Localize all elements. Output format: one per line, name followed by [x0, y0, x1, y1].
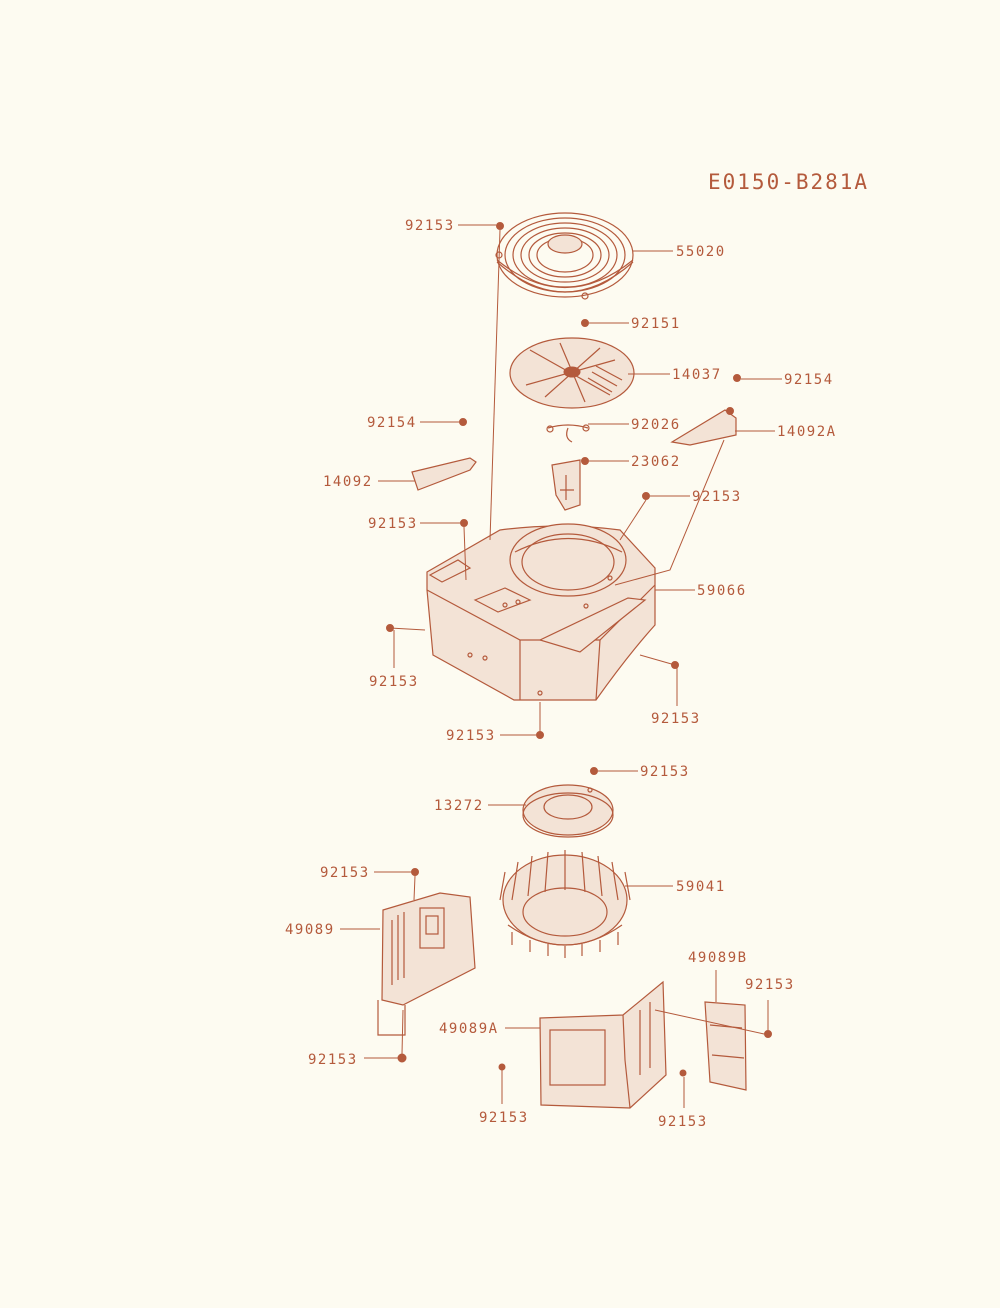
part-92026-clip[interactable]: [546, 424, 590, 443]
label-14092[interactable]: 14092: [323, 474, 373, 490]
part-23062-bracket[interactable]: [551, 459, 581, 511]
part-13272-plate[interactable]: [522, 784, 614, 838]
label-92153[interactable]: 92153: [640, 764, 690, 780]
label-92153[interactable]: 92153: [692, 489, 742, 505]
label-92153[interactable]: 92153: [405, 218, 455, 234]
label-13272[interactable]: 13272: [434, 798, 484, 814]
label-14092A[interactable]: 14092A: [777, 424, 837, 440]
label-92153[interactable]: 92153: [369, 674, 419, 690]
diagram-code: E0150-B281A: [708, 170, 870, 194]
label-23062[interactable]: 23062: [631, 454, 681, 470]
fasteners: [386, 222, 772, 1077]
part-14037-fan-plate[interactable]: [509, 337, 635, 409]
label-92153[interactable]: 92153: [651, 711, 701, 727]
label-92153[interactable]: 92153: [320, 865, 370, 881]
part-59066-shroud[interactable]: [426, 523, 656, 701]
label-55020[interactable]: 55020: [676, 244, 726, 260]
label-92153[interactable]: 92153: [658, 1114, 708, 1130]
label-92153[interactable]: 92153: [479, 1110, 529, 1126]
label-59041[interactable]: 59041: [676, 879, 726, 895]
label-49089B[interactable]: 49089B: [688, 950, 748, 966]
label-49089[interactable]: 49089: [285, 922, 335, 938]
leader-lines: [340, 224, 782, 1108]
label-49089A[interactable]: 49089A: [439, 1021, 499, 1037]
part-14092A-cover[interactable]: [670, 407, 737, 446]
label-92154[interactable]: 92154: [784, 372, 834, 388]
label-92153[interactable]: 92153: [368, 516, 418, 532]
label-92154[interactable]: 92154: [367, 415, 417, 431]
label-92153[interactable]: 92153: [446, 728, 496, 744]
part-49089A-cover[interactable]: [539, 980, 667, 1109]
label-92026[interactable]: 92026: [631, 417, 681, 433]
part-49089B-plate[interactable]: [704, 1001, 747, 1091]
part-55020-screen[interactable]: [495, 212, 634, 300]
label-92151[interactable]: 92151: [631, 316, 681, 332]
label-92153[interactable]: 92153: [745, 977, 795, 993]
part-49089-cover[interactable]: [377, 892, 476, 1036]
part-59041-fan[interactable]: [499, 850, 631, 958]
part-14092-cover[interactable]: [411, 457, 477, 491]
label-59066[interactable]: 59066: [697, 583, 747, 599]
label-92153[interactable]: 92153: [308, 1052, 358, 1068]
label-14037[interactable]: 14037: [672, 367, 722, 383]
